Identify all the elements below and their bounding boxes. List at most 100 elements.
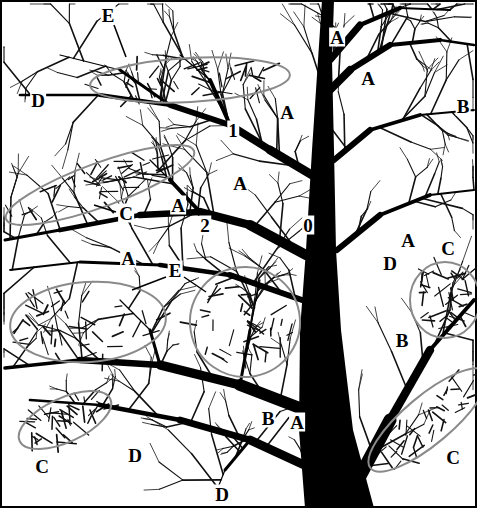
tree-twig xyxy=(150,443,159,462)
leader-line xyxy=(114,25,126,57)
tree-twig xyxy=(72,177,75,187)
tree-twig xyxy=(149,226,169,229)
tree-twig xyxy=(135,173,148,174)
tree-twig xyxy=(241,304,243,311)
tree-twig xyxy=(3,226,4,232)
tree-twig xyxy=(187,257,210,259)
tree-twig xyxy=(47,68,58,73)
tree-branch xyxy=(30,400,100,405)
tree-twig xyxy=(12,165,17,177)
tree-branch xyxy=(337,215,380,250)
tree-twig xyxy=(227,223,229,243)
tree-twig xyxy=(441,159,442,166)
tree-twig xyxy=(287,332,292,335)
part-letter: B xyxy=(456,97,471,116)
tree-twig xyxy=(300,135,302,141)
tree-twig xyxy=(421,23,428,24)
tree-twig xyxy=(465,3,473,4)
tree-twig xyxy=(433,273,448,279)
callout-number: 1 xyxy=(227,121,239,140)
tree-twig xyxy=(446,317,452,322)
tree-twig xyxy=(422,198,463,208)
tree-twig xyxy=(24,321,30,326)
tree-twig xyxy=(12,163,18,177)
tree-twig xyxy=(437,396,443,400)
tree-twig xyxy=(285,274,290,275)
tree-twig xyxy=(225,287,238,288)
tree-twig xyxy=(68,419,70,425)
tree-branch xyxy=(10,262,80,270)
tree-twig xyxy=(151,4,163,5)
tree-twig xyxy=(43,327,50,335)
tree-twig xyxy=(174,31,183,57)
tree-twig xyxy=(474,373,477,375)
tree-twig xyxy=(359,390,360,417)
tree-twig xyxy=(69,404,70,421)
tree-twig xyxy=(74,193,88,225)
tree-twig xyxy=(153,241,159,254)
tree-twig xyxy=(405,415,418,434)
tree-twig xyxy=(200,62,209,66)
tree-twig xyxy=(70,406,79,410)
tree-twig xyxy=(263,81,264,96)
part-letter: D xyxy=(214,485,230,504)
region-ellipse xyxy=(410,262,477,338)
tree-twig xyxy=(22,72,37,81)
part-letter: A xyxy=(329,28,345,47)
tree-twig xyxy=(129,66,131,72)
tree-twig xyxy=(407,426,420,436)
tree-twig xyxy=(57,205,68,207)
tree-twig xyxy=(168,430,191,454)
tree-twig xyxy=(429,425,433,433)
tree-twig xyxy=(159,69,161,77)
part-letter: A xyxy=(279,103,295,122)
tree-twig xyxy=(120,370,135,392)
tree-branch xyxy=(440,40,474,45)
tree-twig xyxy=(446,52,448,80)
tree-twig xyxy=(265,352,266,362)
tree-twig xyxy=(202,235,203,243)
tree-twig xyxy=(431,4,437,5)
tree-twig xyxy=(212,434,224,474)
tree-twig xyxy=(88,416,91,423)
tree-twig xyxy=(159,462,183,480)
tree-twig xyxy=(359,374,363,390)
part-letter: D xyxy=(382,254,398,273)
callout-number: 0 xyxy=(302,216,314,235)
tree-twig xyxy=(86,173,100,186)
tree-twig xyxy=(114,161,132,163)
tree-twig xyxy=(472,79,473,97)
tree-twig xyxy=(168,119,174,125)
tree-twig xyxy=(280,338,281,357)
tree-twig xyxy=(52,165,61,176)
tree-twig xyxy=(122,165,133,174)
tree-twig xyxy=(93,73,98,76)
tree-twig xyxy=(201,174,209,188)
tree-twig xyxy=(81,317,95,324)
tree-twig xyxy=(151,424,166,427)
tree-twig xyxy=(51,416,53,429)
tree-twig xyxy=(114,369,116,376)
tree-twig xyxy=(251,68,253,76)
tree-twig xyxy=(381,3,393,4)
tree-branch xyxy=(370,115,420,130)
part-letter: B xyxy=(395,331,410,350)
tree-twig xyxy=(163,290,178,307)
tree-twig xyxy=(84,181,99,185)
tree-twig xyxy=(294,12,304,27)
tree-twig xyxy=(185,149,207,172)
tree-twig xyxy=(425,17,454,22)
tree-twig xyxy=(189,168,190,176)
tree-twig xyxy=(4,267,34,293)
tree-twig xyxy=(137,73,139,81)
tree-twig xyxy=(440,316,447,322)
tree-twig xyxy=(229,330,233,346)
tree-twig xyxy=(421,282,428,293)
part-letter: A xyxy=(400,231,416,250)
tree-twig xyxy=(113,377,116,389)
tree-twig xyxy=(473,166,474,170)
tree-twig xyxy=(168,331,170,340)
tree-twig xyxy=(219,73,222,87)
tree-twig xyxy=(405,4,407,16)
leader-line xyxy=(94,205,116,212)
